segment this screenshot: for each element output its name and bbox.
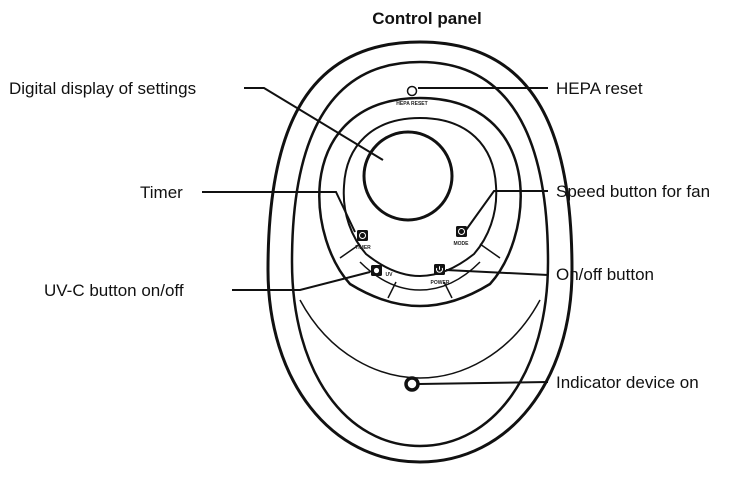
timer-device-label: TIMER xyxy=(355,245,371,251)
callout-uvc: UV-C button on/off xyxy=(44,281,184,300)
power-device-label: POWER xyxy=(431,280,450,286)
control-divider-bottom-right xyxy=(443,281,453,299)
speed-leader xyxy=(465,190,548,231)
fan-icon xyxy=(458,228,465,235)
control-divider-left xyxy=(339,243,361,259)
device-shell-front xyxy=(290,60,550,448)
uvc-bulb-icon xyxy=(373,267,380,274)
device-shell-back xyxy=(266,40,574,464)
leader-lines xyxy=(202,87,549,385)
power-button[interactable]: POWER xyxy=(431,264,450,286)
control-head: HEPA RESET TIMER UV MODE POWER xyxy=(318,85,522,392)
timer-button-square xyxy=(357,230,368,241)
callout-display: Digital display of settings xyxy=(9,79,196,98)
onoff-leader xyxy=(445,269,549,276)
callout-labels: Digital display of settings Timer UV-C b… xyxy=(9,79,710,392)
speed-button[interactable]: MODE xyxy=(454,226,470,247)
callout-onoff: On/off button xyxy=(556,265,654,284)
control-divider-right xyxy=(479,243,501,259)
control-divider-bottom-left xyxy=(387,281,397,299)
uvc-device-label: UV xyxy=(386,272,394,278)
timer-button[interactable]: TIMER xyxy=(355,230,371,251)
hepa-reset-button[interactable] xyxy=(406,85,418,97)
device-shell-seam xyxy=(299,299,541,379)
display-leader xyxy=(244,87,384,161)
callout-hepa: HEPA reset xyxy=(556,79,643,98)
callout-speed: Speed button for fan xyxy=(556,182,710,201)
timer-clock-icon xyxy=(359,232,366,239)
control-head-lower-curve xyxy=(359,261,481,291)
callout-timer: Timer xyxy=(140,183,183,202)
diagram-title: Control panel xyxy=(372,9,482,28)
control-head-inner-ring xyxy=(342,116,498,278)
speed-button-square xyxy=(456,226,467,237)
indicator-light xyxy=(404,376,420,392)
hepa-reset-device-label: HEPA RESET xyxy=(396,101,427,107)
uvc-leader xyxy=(232,271,371,291)
timer-leader xyxy=(202,191,356,233)
speed-device-label: MODE xyxy=(454,241,470,247)
uvc-button[interactable]: UV xyxy=(371,265,393,278)
digital-display xyxy=(362,130,454,222)
device-body xyxy=(266,40,574,464)
power-icon xyxy=(436,267,443,273)
callout-indicator: Indicator device on xyxy=(556,373,699,392)
control-head-outer-ring xyxy=(318,96,522,308)
indicator-leader xyxy=(418,381,549,385)
